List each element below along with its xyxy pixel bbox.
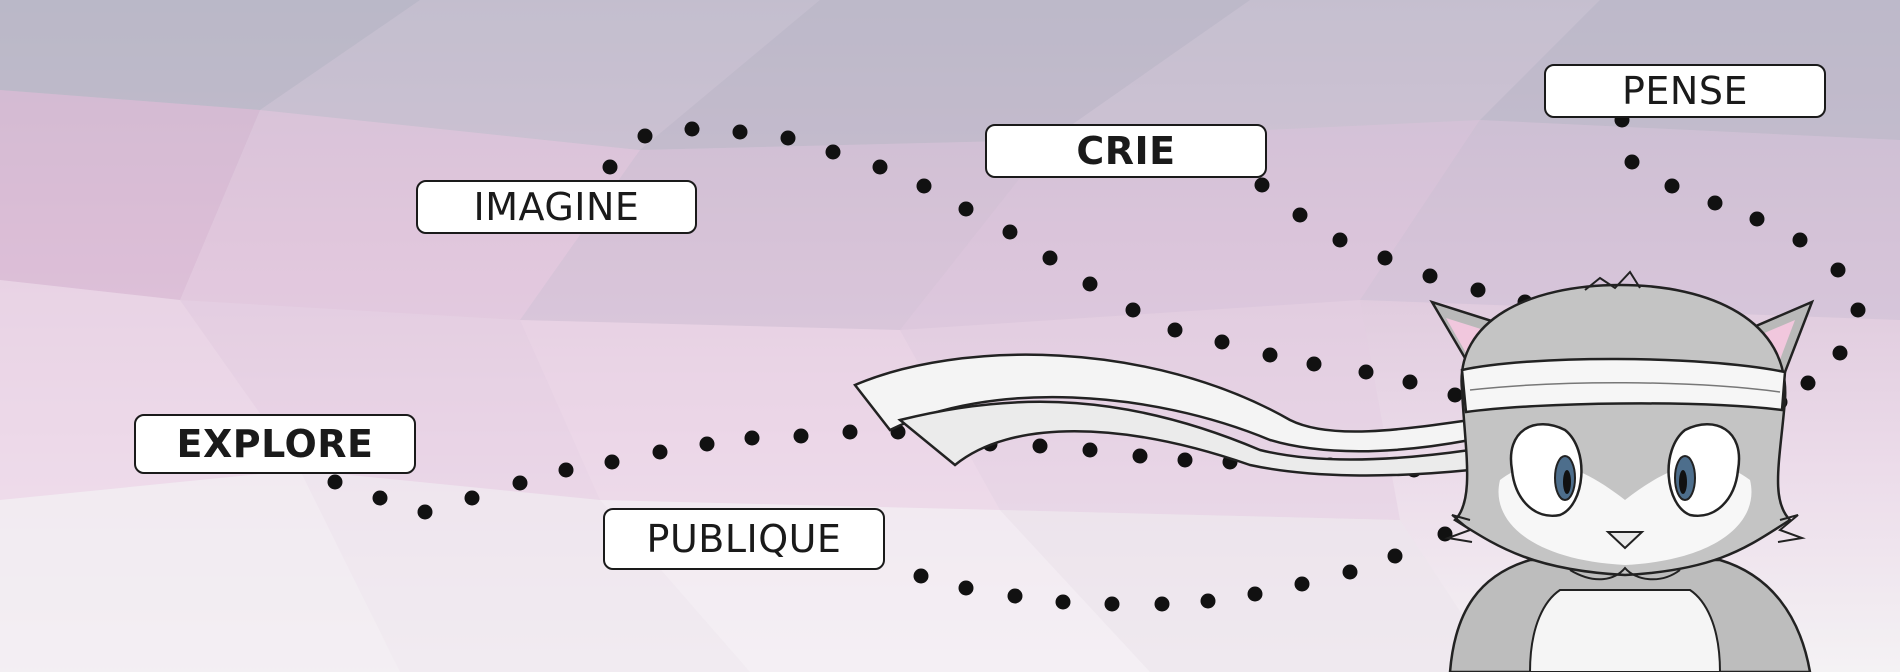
path-dot <box>1402 374 1418 390</box>
path-dot <box>1125 302 1141 318</box>
path-dot <box>1032 438 1048 454</box>
path-dot <box>1377 250 1393 266</box>
label-crie: CRIE <box>985 124 1267 178</box>
path-dot <box>1042 250 1058 266</box>
path-dot <box>1167 322 1183 338</box>
path-dot <box>872 159 888 175</box>
path-dot <box>1294 576 1310 592</box>
path-dot <box>1792 232 1808 248</box>
path-dot <box>1247 586 1263 602</box>
path-dot <box>1342 564 1358 580</box>
path-dot <box>1154 596 1170 612</box>
path-dot <box>1306 356 1322 372</box>
path-dot <box>1664 178 1680 194</box>
path-dot <box>327 474 343 490</box>
path-dot <box>1104 596 1120 612</box>
path-dot <box>825 144 841 160</box>
path-dot <box>637 128 653 144</box>
path-dot <box>916 178 932 194</box>
path-dot <box>1387 548 1403 564</box>
path-dot <box>780 130 796 146</box>
path-dot <box>1200 593 1216 609</box>
path-dot <box>558 462 574 478</box>
path-dot <box>1749 211 1765 227</box>
path-dot <box>684 121 700 137</box>
path-dot <box>1332 232 1348 248</box>
path-dot <box>1470 282 1486 298</box>
path-dot <box>1292 207 1308 223</box>
path-dot <box>1262 347 1278 363</box>
path-dot <box>1254 177 1270 193</box>
path-dot <box>652 444 668 460</box>
label-pense: PENSE <box>1544 64 1826 118</box>
path-dot <box>1422 268 1438 284</box>
path-dot <box>1830 262 1846 278</box>
path-dot <box>372 490 388 506</box>
path-dot <box>512 475 528 491</box>
path-dot <box>1624 154 1640 170</box>
path-dot <box>732 124 748 140</box>
path-dot <box>1002 224 1018 240</box>
path-dot <box>1850 302 1866 318</box>
path-dot <box>1082 276 1098 292</box>
path-dot <box>604 454 620 470</box>
path-dot <box>602 159 618 175</box>
path-dot <box>1447 387 1463 403</box>
path-dot <box>842 424 858 440</box>
path-dot <box>1007 588 1023 604</box>
path-dot <box>958 580 974 596</box>
path-dot <box>1132 448 1148 464</box>
path-dot <box>1358 364 1374 380</box>
path-dot <box>1800 375 1816 391</box>
label-explore: EXPLORE <box>134 414 416 474</box>
path-dot <box>417 504 433 520</box>
path-dot <box>1082 442 1098 458</box>
path-dot <box>913 568 929 584</box>
path-dot <box>958 201 974 217</box>
path-dot <box>793 428 809 444</box>
path-dot <box>1055 594 1071 610</box>
label-publique: PUBLIQUE <box>603 508 885 570</box>
path-dot <box>1832 345 1848 361</box>
label-imagine: IMAGINE <box>416 180 697 234</box>
path-dot <box>1177 452 1193 468</box>
path-dot <box>744 430 760 446</box>
path-dot <box>1707 195 1723 211</box>
path-dot <box>1214 334 1230 350</box>
path-dot <box>699 436 715 452</box>
path-dot <box>464 490 480 506</box>
